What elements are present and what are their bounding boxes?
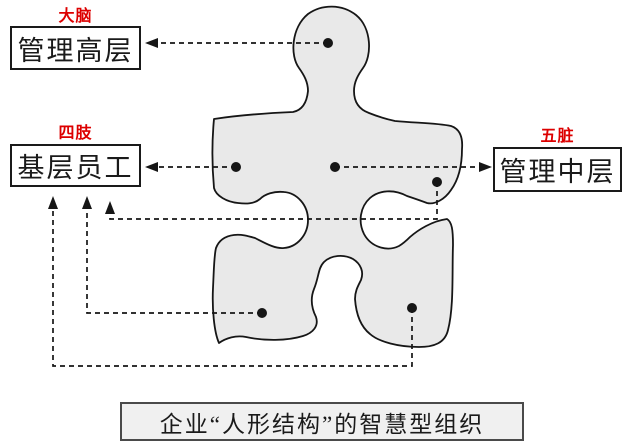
arrowhead-staff-left <box>145 162 158 172</box>
right-leg-dot <box>407 303 417 313</box>
dashed-connectors <box>48 38 492 367</box>
connector-dots <box>231 38 442 318</box>
head-dot <box>323 38 333 48</box>
chest-dot <box>330 162 340 172</box>
puzzle-human-figure <box>211 5 464 348</box>
organs-tag: 五脏 <box>540 128 575 145</box>
right-hand-dot <box>432 177 442 187</box>
arrowhead-top-management <box>145 38 158 48</box>
middle-management-box: 管理中层 <box>493 147 622 192</box>
left-leg-dot <box>257 308 267 318</box>
arrowhead-staff-bottom-left <box>48 196 58 209</box>
left-arm-dot <box>231 162 241 172</box>
limbs-tag: 四肢 <box>58 125 93 142</box>
top-management-box: 管理高层 <box>10 26 141 70</box>
arrowhead-middle-management <box>479 162 492 172</box>
arrowhead-staff-bottom-right <box>105 201 115 214</box>
brain-tag: 大脑 <box>58 8 93 25</box>
staff-box: 基层员工 <box>10 144 141 187</box>
arrow-left-leg-to-staff <box>86 208 262 314</box>
diagram-caption: 企业“人形结构”的智慧型组织 <box>120 402 524 441</box>
arrowhead-staff-bottom-middle <box>82 196 92 209</box>
arrow-right-hand-to-staff <box>109 182 438 220</box>
arrow-right-leg-to-staff <box>52 208 413 367</box>
